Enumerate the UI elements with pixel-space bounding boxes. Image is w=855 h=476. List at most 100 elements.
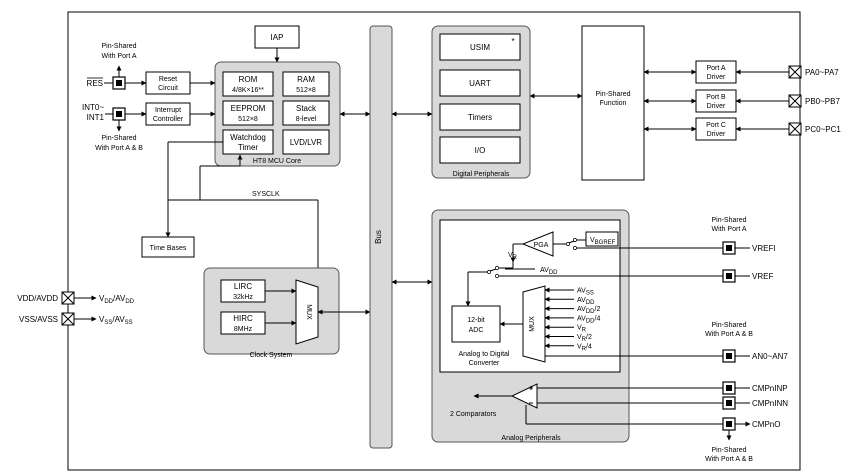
svg-text:ROM: ROM: [239, 75, 258, 84]
cmpno-pin: CMPnO: [722, 417, 780, 441]
vbgref-block: VBGREF: [585, 231, 619, 247]
eeprom-block: EEPROM 512×8: [222, 100, 274, 126]
svg-text:With Port A: With Port A: [711, 226, 746, 233]
svg-text:IAP: IAP: [271, 33, 284, 42]
svg-text:USIM: USIM: [470, 43, 490, 52]
svg-text:Stack: Stack: [296, 104, 317, 113]
svg-text:Watchdog: Watchdog: [230, 133, 266, 142]
an-pin: AN0~AN7: [722, 349, 788, 363]
adc-input-label: VR/4: [577, 343, 592, 352]
cmpninp-pin: CMPnINP: [722, 381, 788, 395]
pin-shared-function-block: Pin-Shared Function: [581, 25, 645, 181]
svg-text:RES: RES: [87, 79, 103, 88]
svg-text:VR: VR: [508, 252, 518, 261]
svg-text:HIRC: HIRC: [233, 314, 253, 323]
svg-text:VREFI: VREFI: [752, 244, 776, 253]
stack-block: Stack 8-level: [282, 100, 330, 126]
svg-text:AVDD: AVDD: [540, 267, 558, 276]
io-block: I/O: [439, 136, 521, 164]
usim-block: USIM *: [439, 33, 521, 61]
cmpninn-pin: CMPnINN: [722, 396, 788, 410]
svg-text:MUX: MUX: [305, 304, 312, 320]
svg-text:VDD/AVDD: VDD/AVDD: [17, 294, 58, 303]
hirc-block: HIRC 8MHz: [220, 311, 266, 335]
pb-pin: PB0~PB7: [788, 94, 840, 108]
clock-system-label: Clock System: [250, 352, 293, 359]
adc-input-label: AVDD/4: [577, 315, 600, 324]
port-a-driver: Port A Driver: [695, 60, 737, 84]
svg-text:Port C: Port C: [706, 122, 726, 129]
svg-text:LIRC: LIRC: [234, 282, 252, 291]
svg-text:4/8K×16**: 4/8K×16**: [232, 87, 264, 94]
vref-pin: VREF: [722, 269, 773, 283]
adc-input-label: VR: [577, 325, 587, 334]
port-c-driver: Port C Driver: [695, 117, 737, 141]
svg-text:512×8: 512×8: [238, 116, 258, 123]
svg-text:*: *: [511, 37, 514, 46]
svg-text:Pin-Shared: Pin-Shared: [711, 447, 746, 454]
svg-text:RAM: RAM: [297, 75, 315, 84]
svg-text:VREF: VREF: [752, 272, 773, 281]
svg-text:With Port A & B: With Port A & B: [95, 145, 143, 152]
interrupt-controller-block: Interrupt Controller: [145, 102, 191, 126]
adc-input-label: AVSS: [577, 288, 594, 297]
svg-text:MUX: MUX: [529, 316, 536, 332]
time-bases-block: Time Bases: [141, 236, 195, 258]
svg-text:Port A: Port A: [706, 65, 725, 72]
bus: Bus: [369, 25, 393, 449]
svg-text:Pin-Shared: Pin-Shared: [711, 322, 746, 329]
uart-block: UART: [439, 69, 521, 97]
sysclk-label: SYSCLK: [252, 191, 280, 198]
svg-text:Driver: Driver: [707, 131, 726, 138]
svg-text:Timers: Timers: [468, 113, 492, 122]
svg-text:Interrupt: Interrupt: [155, 107, 181, 114]
svg-text:Port B: Port B: [706, 94, 726, 101]
chip-boundary: [67, 11, 801, 471]
svg-text:8-level: 8-level: [296, 116, 317, 123]
svg-text:32kHz: 32kHz: [233, 294, 253, 301]
svg-text:INT1: INT1: [87, 113, 105, 122]
svg-text:CMPnINN: CMPnINN: [752, 399, 788, 408]
adc-block: 12-bit ADC: [451, 305, 501, 343]
svg-text:INT0~: INT0~: [82, 103, 104, 112]
svg-text:EEPROM: EEPROM: [231, 104, 266, 113]
res-pin: RES: [87, 65, 147, 90]
clock-mux: MUX: [295, 279, 319, 345]
svg-text:Function: Function: [600, 100, 627, 107]
adc-mux: MUX: [522, 285, 546, 363]
adc-input-label: AVDD: [577, 297, 595, 306]
svg-text:PGA: PGA: [534, 242, 549, 249]
svg-text:LVD/LVR: LVD/LVR: [290, 138, 322, 147]
svg-text:I/O: I/O: [475, 146, 486, 155]
comparators-label: 2 Comparators: [450, 411, 497, 418]
svg-text:Circuit: Circuit: [158, 85, 178, 92]
svg-text:With Port A & B: With Port A & B: [705, 456, 753, 463]
pc-pin: PC0~PC1: [788, 122, 841, 136]
iap-block: IAP: [254, 25, 300, 49]
svg-text:Driver: Driver: [707, 74, 726, 81]
svg-text:PB0~PB7: PB0~PB7: [805, 97, 840, 106]
svg-text:Pin-Shared: Pin-Shared: [711, 217, 746, 224]
comparator: [510, 383, 538, 409]
svg-text:Pin-Shared: Pin-Shared: [595, 91, 630, 98]
svg-text:AN0~AN7: AN0~AN7: [752, 352, 788, 361]
lvd-lvr-block: LVD/LVR: [282, 129, 330, 155]
svg-text:Converter: Converter: [469, 360, 500, 367]
svg-text:Bus: Bus: [374, 230, 383, 244]
svg-text:PC0~PC1: PC0~PC1: [805, 125, 841, 134]
port-b-driver: Port B Driver: [695, 89, 737, 113]
reset-circuit-block: Reset Circuit: [145, 71, 191, 95]
svg-text:VSS/AVSS: VSS/AVSS: [19, 315, 58, 324]
svg-text:Timer: Timer: [238, 143, 258, 152]
vss-pin: VSS/AVSS VSS/AVSS: [19, 312, 133, 326]
analog-peripherals-label: Analog Peripherals: [501, 435, 561, 442]
svg-text:VDD/AVDD: VDD/AVDD: [99, 294, 135, 305]
vdd-pin: VDD/AVDD VDD/AVDD: [17, 291, 135, 305]
svg-text:Time Bases: Time Bases: [150, 245, 187, 252]
adc-input-label: AVDD/2: [577, 306, 600, 315]
svg-text:Analog to Digital: Analog to Digital: [459, 351, 510, 358]
svg-text:12-bit: 12-bit: [467, 317, 485, 324]
lirc-block: LIRC 32kHz: [220, 279, 266, 303]
svg-text:Reset: Reset: [159, 76, 177, 83]
